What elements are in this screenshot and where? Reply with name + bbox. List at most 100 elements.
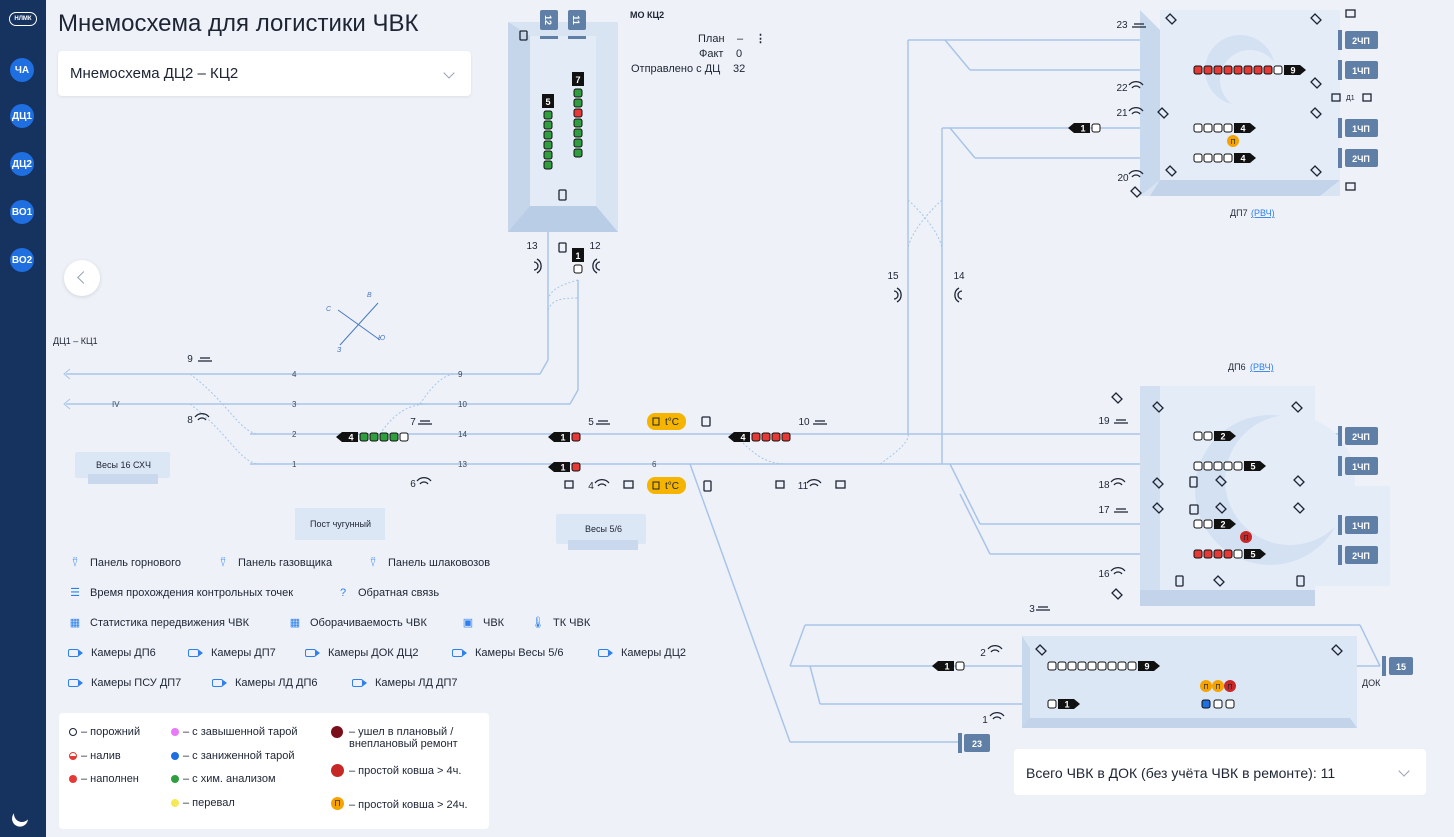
nav-item-cha[interactable]: ЧА (10, 58, 34, 82)
train[interactable]: 5 (542, 94, 554, 170)
back-button[interactable] (64, 260, 100, 296)
dp6-label: ДП6 (1228, 362, 1246, 372)
link-checkpoint-time[interactable]: ☰Время прохождения контрольных точек (68, 587, 293, 599)
link-cam-ld-dp7[interactable]: Камеры ЛД ДП7 (352, 677, 457, 689)
more-icon[interactable]: ⋮ (755, 33, 766, 45)
ladle-car (543, 140, 553, 150)
link-cam-psu[interactable]: Камеры ПСУ ДП7 (68, 677, 181, 689)
dp6-building (1140, 386, 1390, 606)
idle-badge[interactable] (1227, 135, 1239, 147)
link-cam-scales[interactable]: Камеры Весы 5/6 (452, 647, 564, 659)
train[interactable]: 9 (1047, 661, 1160, 672)
compass-rose: С В Ю З (326, 292, 385, 354)
plan-label: План (698, 33, 725, 45)
scheme-select[interactable]: Мнемосхема ДЦ2 – КЦ2 (58, 51, 471, 96)
nav-item-dc2[interactable]: ДЦ2 (10, 152, 34, 176)
train[interactable]: 1 (548, 432, 581, 443)
link-cam-dp7[interactable]: Камеры ДП7 (188, 647, 276, 659)
locomotive (1138, 661, 1160, 671)
link-chvk[interactable]: ▣ЧВК (462, 617, 505, 629)
train[interactable]: 7 (572, 72, 584, 158)
locomotive (1214, 519, 1236, 529)
compass-w: З (337, 347, 342, 354)
plan-value: – (737, 33, 744, 45)
link-panel-shlakovoz[interactable]: ⍢Панель шлаковозов (366, 557, 490, 569)
repair-icon (331, 726, 343, 738)
train-count: 7 (575, 75, 580, 85)
ladle-car (1107, 661, 1117, 671)
point-number: 17 (1098, 505, 1110, 516)
ladle-car (573, 118, 583, 128)
legend-empty: – порожний (69, 726, 140, 738)
train[interactable]: 4 (1193, 153, 1256, 164)
ladle-car (1203, 123, 1213, 133)
train[interactable]: 4 (728, 432, 791, 443)
ladle-car (751, 432, 761, 442)
train[interactable]: 1 (932, 661, 965, 672)
link-panel-gazovshik[interactable]: ⍢Панель газовщика (216, 557, 332, 569)
link-feedback[interactable]: ?Обратная связь (336, 587, 439, 599)
link-cam-dc2[interactable]: Камеры ДЦ2 (598, 647, 686, 659)
train[interactable]: 5 (1193, 549, 1266, 560)
exit-label: 2ЧП (1352, 432, 1370, 442)
post-label: Пост чугунный (310, 519, 371, 529)
panel-icon: ⍢ (71, 557, 79, 569)
table-icon: ▦ (69, 617, 81, 629)
link-panel-gornovoy[interactable]: ⍢Панель горнового (68, 557, 181, 569)
ladle-car (1117, 661, 1127, 671)
post-block (295, 508, 385, 540)
dp7-rvch-link[interactable]: (РВЧ) (1251, 208, 1275, 218)
train[interactable]: 9 (1193, 65, 1306, 76)
camera-icon (598, 649, 613, 657)
ladle-car (1203, 519, 1213, 529)
nav-item-vo2[interactable]: ВО2 (10, 248, 34, 272)
track-number: 3 (292, 400, 297, 409)
link-tk-chvk[interactable]: 🌡ТК ЧВК (531, 617, 591, 629)
track-number: 13 (458, 460, 467, 469)
ladle-car (1273, 65, 1283, 75)
legend-pass: – перевал (171, 797, 235, 809)
link-cam-dok[interactable]: Камеры ДОК ДЦ2 (305, 647, 418, 659)
train-count: 1 (1080, 124, 1085, 134)
train[interactable]: 1 (548, 462, 581, 473)
nav-item-dc1[interactable]: ДЦ1 (10, 104, 34, 128)
train[interactable]: 1 (1047, 699, 1080, 710)
nav-item-vo1[interactable]: ВО1 (10, 200, 34, 224)
idle-badge[interactable] (1212, 680, 1224, 692)
ladle-car (389, 432, 399, 442)
idle-badge[interactable] (1240, 531, 1252, 543)
train[interactable]: 4 (1193, 123, 1256, 134)
train-count: 4 (348, 433, 353, 443)
dp6-rvch-link[interactable]: (РВЧ) (1250, 362, 1274, 372)
legend-idle24: П– простой ковша > 24ч. (331, 797, 468, 811)
locomotive (572, 72, 584, 86)
thermometer-icon: 🌡 (531, 617, 545, 629)
train[interactable]: 5 (1193, 461, 1266, 472)
train[interactable]: 4 (336, 432, 409, 443)
link-movement-stats[interactable]: ▦Статистика передвижения ЧВК (69, 617, 250, 629)
ladle-car (1193, 461, 1203, 471)
link-turnover[interactable]: ▦Оборачиваемость ЧВК (289, 617, 427, 629)
camera-icons (564, 9, 1372, 489)
idle-badge[interactable] (1200, 680, 1212, 692)
ladle-car (781, 432, 791, 442)
train[interactable]: 2 (1193, 519, 1236, 530)
sent-value: 32 (733, 63, 746, 75)
locomotive (1214, 431, 1236, 441)
scales-56-label: Весы 5/6 (585, 524, 622, 534)
point-number: 14 (953, 271, 965, 282)
ladle-car (1047, 699, 1057, 709)
panel-icon: ⍢ (219, 557, 227, 569)
link-cam-ld-dp6[interactable]: Камеры ЛД ДП6 (212, 677, 317, 689)
ladle-car (573, 138, 583, 148)
locomotive (1244, 461, 1266, 471)
train[interactable]: 2 (1193, 431, 1236, 442)
train[interactable]: 1 (572, 248, 584, 274)
ladle-car (1213, 549, 1223, 559)
dok-total-panel[interactable]: Всего ЧВК в ДОК (без учёта ЧВК в ремонте… (1014, 749, 1426, 795)
ladle-car (1213, 699, 1223, 709)
link-cam-dp6[interactable]: Камеры ДП6 (68, 647, 156, 659)
idle-badge[interactable] (1224, 680, 1236, 692)
train[interactable]: 1 (1068, 123, 1101, 134)
